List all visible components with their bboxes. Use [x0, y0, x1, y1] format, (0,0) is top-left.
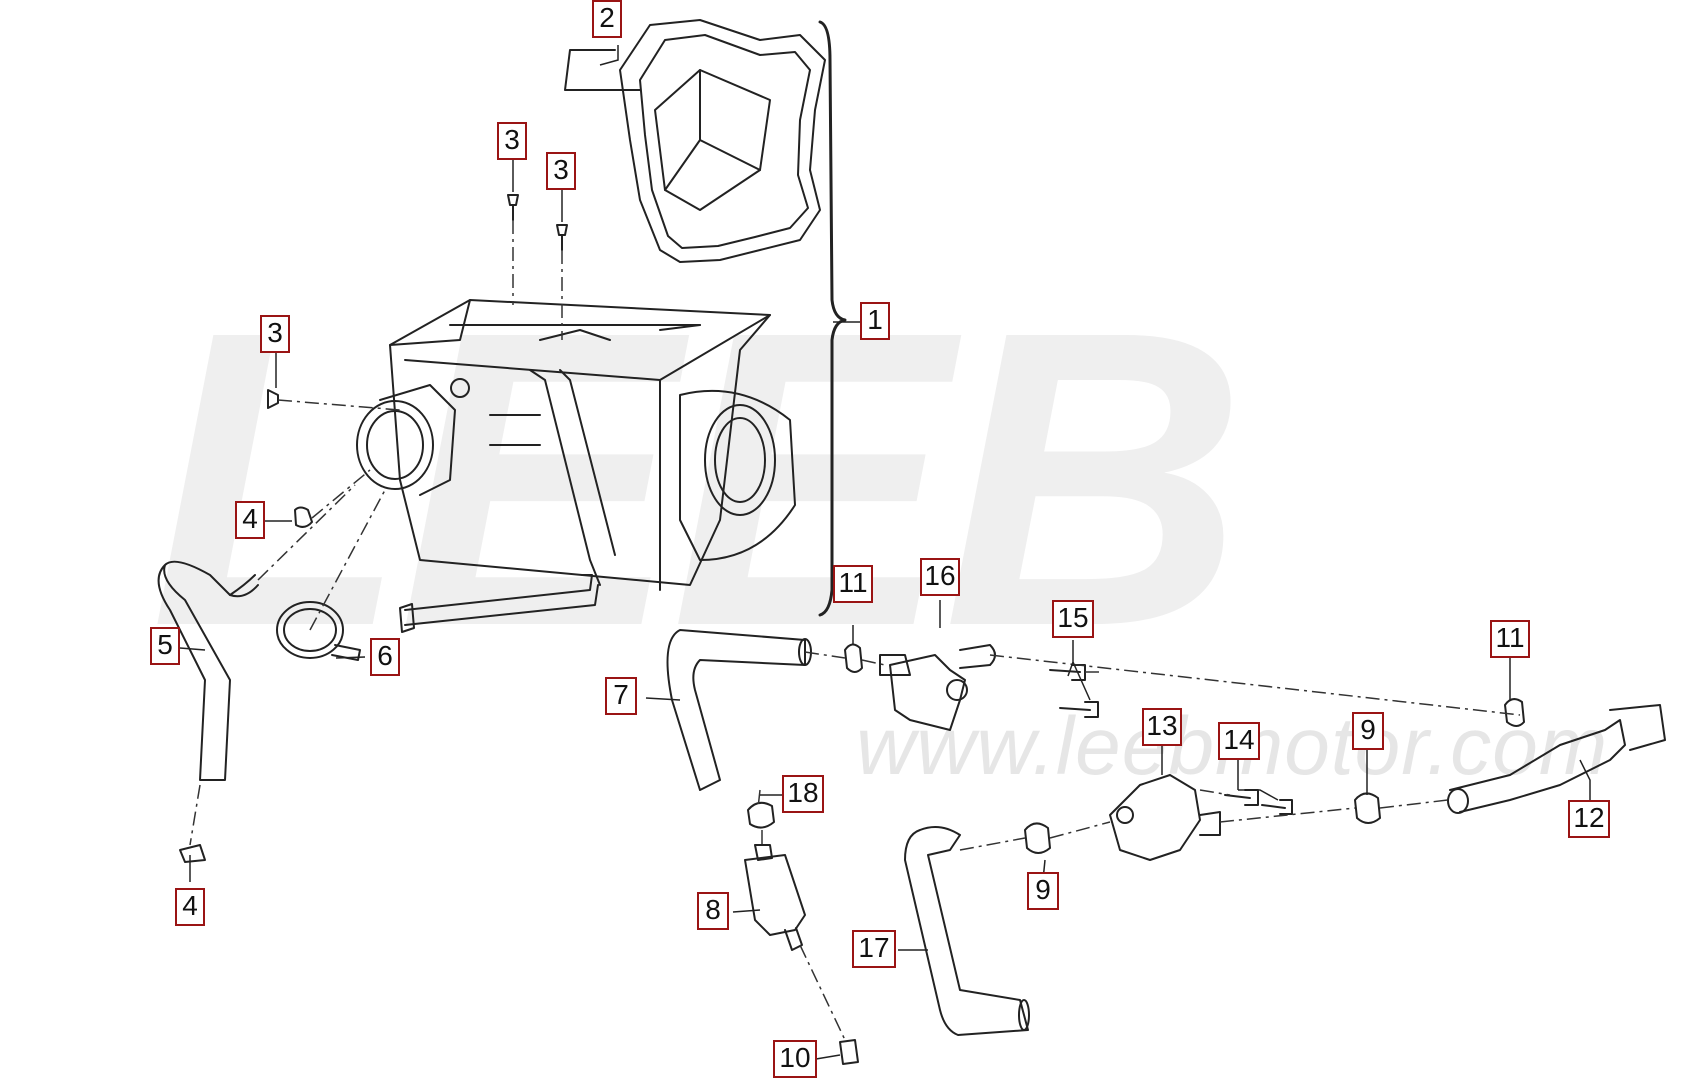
- hose-17: [904, 825, 1030, 1036]
- callout-16: 16: [920, 558, 960, 596]
- hose-12: [1447, 704, 1666, 814]
- screw-parts: [267, 194, 568, 409]
- callout-18: 18: [782, 775, 824, 813]
- callout-4: 4: [175, 888, 205, 926]
- cap-10: [839, 1039, 859, 1065]
- hose-5-clamps-4: [157, 506, 313, 863]
- callout-15: 15: [1052, 600, 1094, 638]
- callout-12: 12: [1568, 800, 1610, 838]
- callout-3: 3: [260, 315, 290, 353]
- hose-7: [666, 629, 812, 791]
- callout-8: 8: [697, 892, 729, 930]
- callout-7: 7: [605, 677, 637, 715]
- callout-2: 2: [592, 0, 622, 38]
- air-filter-element: [564, 19, 826, 263]
- callout-9: 9: [1027, 872, 1059, 910]
- assembly-bracket: [818, 20, 847, 617]
- clamp-9-right: [1354, 792, 1381, 824]
- assembly-lines: [189, 220, 1521, 1041]
- callout-3: 3: [546, 152, 576, 190]
- callout-5: 5: [150, 627, 180, 665]
- bolts-15: [1049, 664, 1099, 718]
- clamp-18: [747, 801, 775, 829]
- callout-9: 9: [1352, 712, 1384, 750]
- air-box-body: [389, 299, 796, 591]
- filter-8: [744, 844, 806, 951]
- callout-11: 11: [1490, 620, 1530, 658]
- clamp-11-right: [1504, 698, 1525, 727]
- clamp-9-left: [1024, 822, 1051, 854]
- callout-4: 4: [235, 501, 265, 539]
- clamp-11-left: [844, 643, 863, 673]
- valve-13: [1109, 774, 1221, 861]
- intake-neck: [356, 378, 470, 496]
- callout-17: 17: [852, 930, 896, 968]
- callout-13: 13: [1142, 708, 1182, 746]
- leader-lines: [179, 45, 1591, 1061]
- callout-14: 14: [1218, 722, 1260, 760]
- callout-6: 6: [370, 638, 400, 676]
- callout-1: 1: [860, 302, 890, 340]
- callout-3: 3: [497, 122, 527, 160]
- valve-16: [879, 644, 996, 731]
- clamp-6: [276, 601, 361, 661]
- callout-11: 11: [833, 565, 873, 603]
- bolts-14: [1224, 789, 1293, 815]
- callout-10: 10: [773, 1040, 817, 1078]
- breather-pipe: [399, 574, 599, 633]
